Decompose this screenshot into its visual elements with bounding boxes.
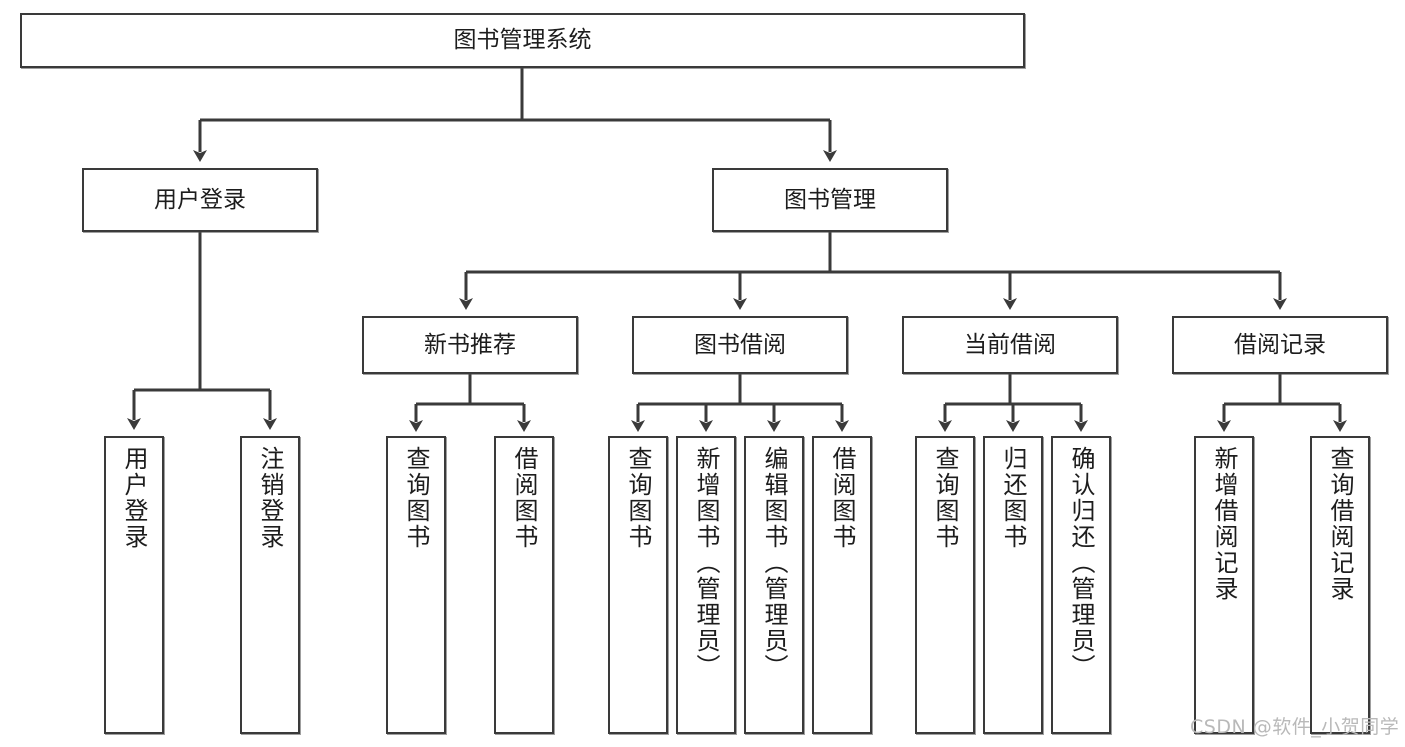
leaf-edit-book-label: 编辑图书（管理员） xyxy=(760,446,788,680)
leaf-query-book-1[interactable]: 查询图书 xyxy=(386,436,446,734)
node-root-label: 图书管理系统 xyxy=(453,27,592,54)
node-book-borrow[interactable]: 图书借阅 xyxy=(632,316,848,374)
leaf-logout-label: 注销登录 xyxy=(256,446,284,550)
leaf-borrow-book-1[interactable]: 借阅图书 xyxy=(494,436,554,734)
leaf-query-record[interactable]: 查询借阅记录 xyxy=(1310,436,1370,734)
node-book-borrow-label: 图书借阅 xyxy=(694,331,786,358)
leaf-query-record-label: 查询借阅记录 xyxy=(1326,446,1354,602)
node-book-manage[interactable]: 图书管理 xyxy=(712,168,948,232)
leaf-query-book-2[interactable]: 查询图书 xyxy=(608,436,668,734)
leaf-return-book[interactable]: 归还图书 xyxy=(983,436,1043,734)
node-user-login[interactable]: 用户登录 xyxy=(82,168,318,232)
leaf-confirm-return-label: 确认归还（管理员） xyxy=(1067,446,1095,680)
node-book-manage-label: 图书管理 xyxy=(784,186,876,213)
leaf-query-book-1-label: 查询图书 xyxy=(402,446,430,550)
node-current-borrow[interactable]: 当前借阅 xyxy=(902,316,1118,374)
leaf-add-book-label: 新增图书（管理员） xyxy=(692,446,720,680)
node-borrow-record[interactable]: 借阅记录 xyxy=(1172,316,1388,374)
leaf-borrow-book-2[interactable]: 借阅图书 xyxy=(812,436,872,734)
node-root[interactable]: 图书管理系统 xyxy=(20,13,1025,68)
leaf-add-record-label: 新增借阅记录 xyxy=(1210,446,1238,602)
leaf-return-book-label: 归还图书 xyxy=(999,446,1027,550)
leaf-user-login[interactable]: 用户登录 xyxy=(104,436,164,734)
node-borrow-record-label: 借阅记录 xyxy=(1234,331,1326,358)
leaf-logout[interactable]: 注销登录 xyxy=(240,436,300,734)
leaf-query-book-3-label: 查询图书 xyxy=(931,446,959,550)
node-new-book-recommend-label: 新书推荐 xyxy=(424,331,516,358)
leaf-query-book-2-label: 查询图书 xyxy=(624,446,652,550)
leaf-add-book[interactable]: 新增图书（管理员） xyxy=(676,436,736,734)
leaf-borrow-book-1-label: 借阅图书 xyxy=(510,446,538,550)
node-new-book-recommend[interactable]: 新书推荐 xyxy=(362,316,578,374)
leaf-add-record[interactable]: 新增借阅记录 xyxy=(1194,436,1254,734)
node-current-borrow-label: 当前借阅 xyxy=(964,331,1056,358)
node-user-login-label: 用户登录 xyxy=(154,186,246,213)
leaf-borrow-book-2-label: 借阅图书 xyxy=(828,446,856,550)
leaf-query-book-3[interactable]: 查询图书 xyxy=(915,436,975,734)
leaf-edit-book[interactable]: 编辑图书（管理员） xyxy=(744,436,804,734)
leaf-confirm-return[interactable]: 确认归还（管理员） xyxy=(1051,436,1111,734)
leaf-user-login-label: 用户登录 xyxy=(120,446,148,550)
